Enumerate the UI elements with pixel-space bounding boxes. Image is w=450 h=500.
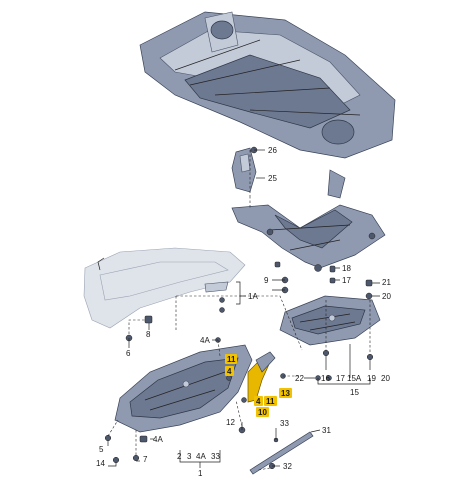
subframe — [231, 169, 386, 272]
label-19: 19 — [367, 374, 376, 383]
rear-underbody-panel — [279, 295, 381, 346]
label-1a: 1A — [248, 292, 258, 301]
label-4a-mid: 4A — [200, 336, 210, 345]
label-17b: 17 — [336, 374, 345, 383]
label-18: 18 — [342, 264, 351, 273]
label-9: 9 — [264, 276, 269, 285]
fasteners-bottom — [104, 315, 279, 470]
label-31: 31 — [322, 426, 331, 435]
front-bumper-outline — [83, 247, 246, 329]
label-5: 5 — [99, 445, 104, 454]
label-10: 10 — [258, 408, 267, 417]
label-26: 26 — [268, 146, 277, 155]
label-15: 15 — [350, 388, 359, 397]
label-4-bottom: 4 — [256, 397, 261, 406]
label-21: 21 — [382, 278, 391, 287]
label-2: 2 — [177, 452, 182, 461]
heat-shield-bracket — [226, 351, 286, 403]
label-13: 13 — [281, 389, 290, 398]
label-7: 7 — [143, 455, 148, 464]
clip-1a — [204, 281, 229, 313]
assembly-dashed-lines — [107, 150, 371, 471]
label-33b: 33 — [211, 452, 220, 461]
label-20b: 20 — [381, 374, 390, 383]
highlighted-labels: 11 4 13 4 11 10 — [225, 354, 292, 417]
label-4a-left: 4A — [153, 435, 163, 444]
label-12: 12 — [226, 418, 235, 427]
fasteners-right — [274, 261, 374, 381]
label-11-bottom: 11 — [266, 397, 275, 406]
label-25: 25 — [268, 174, 277, 183]
front-underbody-panel — [114, 344, 253, 433]
label-4a-bottom: 4A — [196, 452, 206, 461]
label-15a: 15A — [347, 374, 362, 383]
label-4-top: 4 — [227, 367, 232, 376]
label-8: 8 — [146, 330, 151, 339]
label-20: 20 — [382, 292, 391, 301]
label-6: 6 — [126, 349, 131, 358]
bracket-25 — [231, 147, 257, 193]
callout-labels: 26 25 1A 9 18 17 21 20 6 8 4A 22 16 17 1… — [96, 146, 391, 478]
label-32: 32 — [283, 462, 292, 471]
label-11-top: 11 — [227, 355, 236, 364]
label-1: 1 — [198, 469, 203, 478]
rod-31 — [249, 431, 314, 475]
label-33: 33 — [280, 419, 289, 428]
label-14: 14 — [96, 459, 105, 468]
label-16: 16 — [321, 374, 330, 383]
label-17: 17 — [342, 276, 351, 285]
leader-lines — [107, 149, 380, 468]
car-body-underside — [139, 11, 396, 159]
label-3: 3 — [187, 452, 192, 461]
label-22: 22 — [295, 374, 304, 383]
